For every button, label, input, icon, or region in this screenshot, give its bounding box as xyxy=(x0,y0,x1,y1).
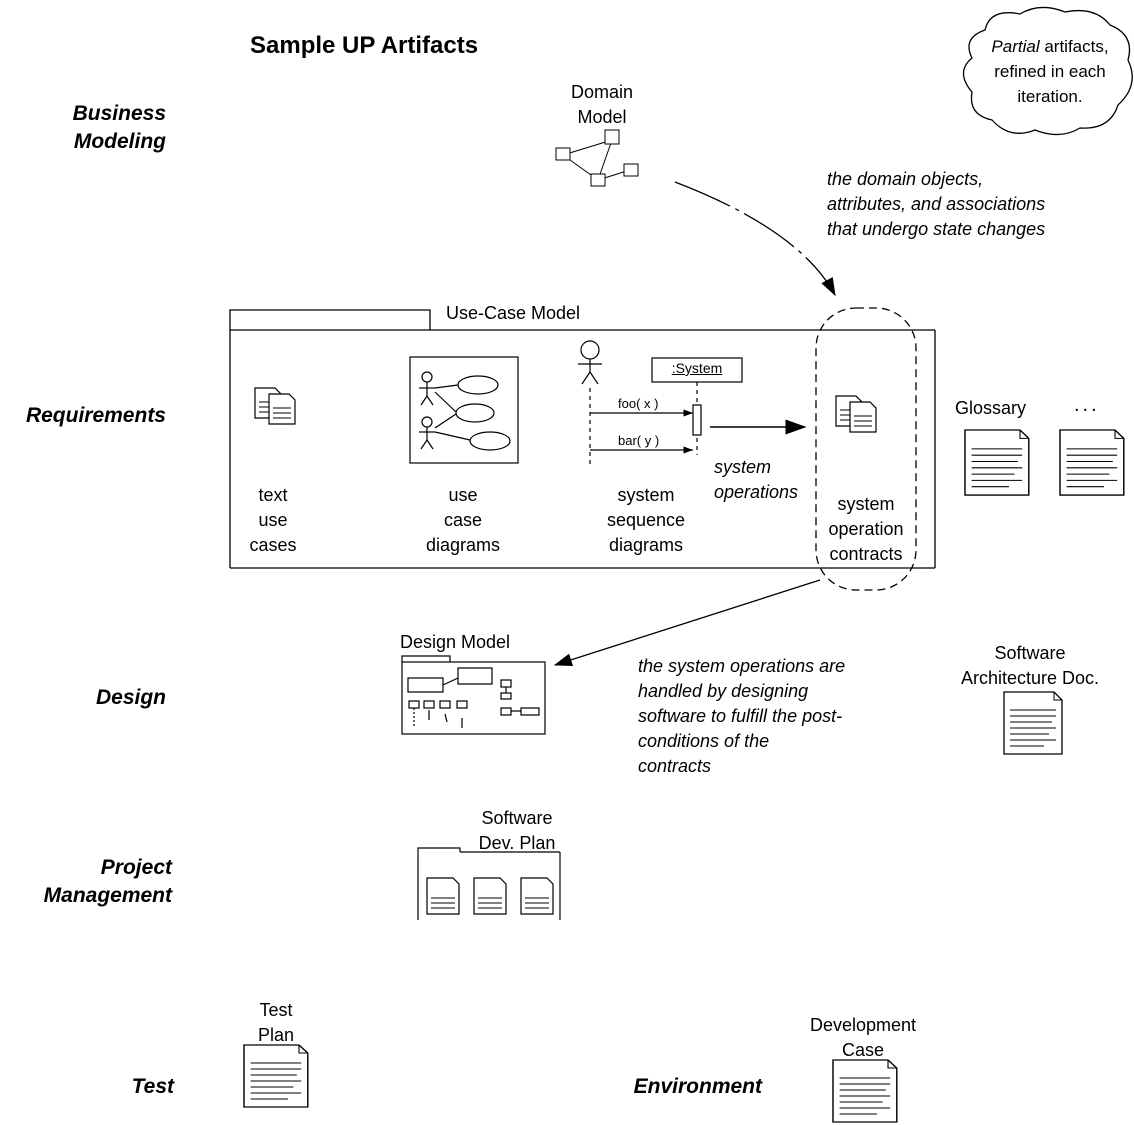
note-line: handled by designing xyxy=(638,681,809,701)
label-line: diagrams xyxy=(608,535,684,555)
discipline-environment: Environment xyxy=(633,1075,762,1098)
system-object-label: :System xyxy=(671,360,723,376)
design-model-label: Design Model xyxy=(400,632,511,652)
dev-case-doc-icon xyxy=(832,1059,898,1123)
label-line: contracts xyxy=(829,544,903,564)
ellipsis-label: ... xyxy=(1074,394,1100,416)
sdp-label: Software Dev. Plan xyxy=(462,806,572,856)
label-line: Model xyxy=(577,107,627,127)
text-use-cases-icon xyxy=(254,387,296,425)
domain-note: the domain objects, attributes, and asso… xyxy=(827,167,1117,242)
design-model-icon xyxy=(401,655,546,735)
label-line: operation xyxy=(828,519,904,539)
cloud-note-rest: artifacts, refined in each iteration. xyxy=(994,37,1109,106)
note-line: the domain objects, xyxy=(827,169,984,189)
label-line: Software xyxy=(994,643,1066,663)
label-line: diagrams xyxy=(425,535,501,555)
note-line: the system operations are xyxy=(638,656,846,676)
test-plan-doc-icon xyxy=(243,1044,309,1108)
cloud-note: Partial artifacts, refined in each itera… xyxy=(975,34,1125,109)
contracts-highlight xyxy=(815,307,917,591)
glossary-doc-icon xyxy=(964,429,1030,496)
note-line: conditions of the xyxy=(638,731,770,751)
glossary-label: Glossary xyxy=(955,398,1027,418)
sdp-doc-2-icon xyxy=(473,877,507,915)
label-line: Test xyxy=(259,1000,293,1020)
label-line: Case xyxy=(841,1040,885,1060)
use-case-model-label: Use-Case Model xyxy=(446,303,581,323)
system-operations-label: system operations xyxy=(714,455,824,505)
discipline-line: Business xyxy=(72,102,166,125)
discipline-line: Modeling xyxy=(73,130,166,153)
text-use-cases-label: text use cases xyxy=(228,483,318,558)
discipline-test: Test xyxy=(131,1075,174,1098)
contracts-icon xyxy=(835,395,877,433)
discipline-line: Project xyxy=(100,856,172,879)
label-line: Architecture Doc. xyxy=(960,668,1100,688)
note-line: software to fulfill the post- xyxy=(638,706,843,726)
label-line: cases xyxy=(249,535,297,555)
use-case-diagrams-label: use case diagrams xyxy=(408,483,518,558)
domain-model-icon xyxy=(555,129,639,187)
note-line: that undergo state changes xyxy=(827,219,1046,239)
label-line: Development xyxy=(809,1015,917,1035)
domain-to-contracts-arrow xyxy=(674,181,836,297)
label-line: Domain xyxy=(570,82,634,102)
message-bar: bar( y ) xyxy=(618,433,660,448)
discipline-design: Design xyxy=(95,686,166,709)
ssd-icon xyxy=(578,340,743,465)
discipline-business-modeling: Business Modeling xyxy=(40,100,166,156)
label-line: Plan xyxy=(257,1025,295,1045)
label-line: Software xyxy=(481,808,553,828)
sdp-doc-1-icon xyxy=(426,877,460,915)
label-line: system xyxy=(837,494,895,514)
label-line: sequence xyxy=(606,510,686,530)
cloud-shape xyxy=(962,6,1133,136)
design-note: the system operations are handled by des… xyxy=(638,654,908,779)
sdp-doc-3-icon xyxy=(520,877,554,915)
cloud-note-italic: Partial xyxy=(991,37,1040,56)
domain-model-label: Domain Model xyxy=(552,80,652,130)
label-line: case xyxy=(443,510,483,530)
sad-label: Software Architecture Doc. xyxy=(945,641,1115,691)
label-line: Dev. Plan xyxy=(478,833,556,853)
label-line: text xyxy=(258,485,288,505)
contracts-to-design-arrow xyxy=(553,579,821,667)
more-doc-icon xyxy=(1059,429,1125,496)
test-plan-label: Test Plan xyxy=(236,998,316,1048)
message-foo: foo( x ) xyxy=(618,396,659,411)
sdp-frame xyxy=(417,847,561,920)
label-line: use xyxy=(448,485,478,505)
ssd-label: system sequence diagrams xyxy=(590,483,702,558)
use-case-diagram-icon xyxy=(409,356,519,464)
note-line: contracts xyxy=(638,756,712,776)
discipline-requirements: Requirements xyxy=(25,404,166,427)
label-line: operations xyxy=(714,482,799,502)
diagram-title: Sample UP Artifacts xyxy=(250,32,479,59)
label-line: use xyxy=(258,510,288,530)
label-line: system xyxy=(714,457,772,477)
use-case-model-frame xyxy=(229,309,936,569)
discipline-project-management: Project Management xyxy=(20,854,172,910)
dev-case-label: Development Case xyxy=(795,1013,931,1063)
sad-doc-icon xyxy=(1003,691,1063,755)
note-line: attributes, and associations xyxy=(827,194,1046,214)
contracts-label: system operation contracts xyxy=(815,492,917,567)
discipline-line: Management xyxy=(43,884,172,907)
label-line: system xyxy=(617,485,675,505)
